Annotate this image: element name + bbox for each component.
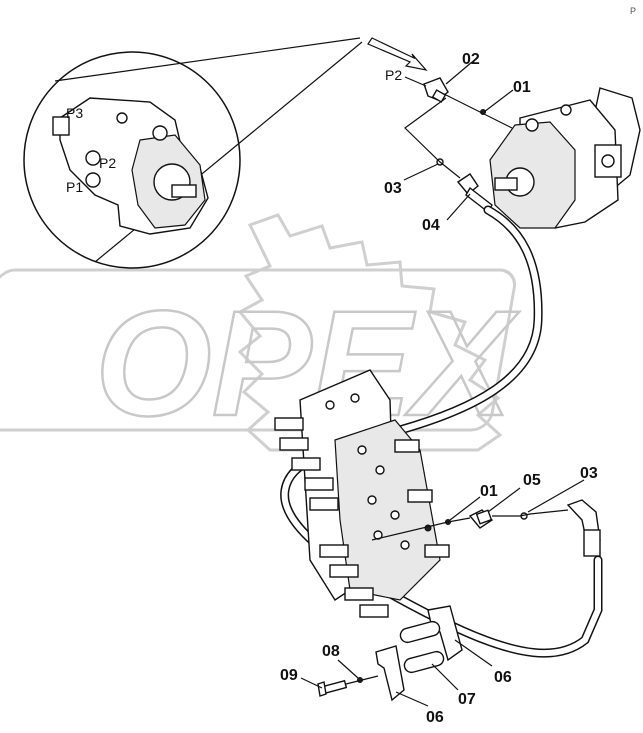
callout-01-top: 01	[513, 79, 531, 96]
clamp-assembly	[375, 605, 463, 702]
callouts: 02 01 03 04 01 05 03 08 09 06 07 06	[280, 51, 598, 726]
callout-03-top: 03	[384, 180, 402, 197]
direction-arrow	[367, 37, 428, 71]
callout-06-right: 06	[494, 669, 512, 686]
inset-label-p1: P1	[66, 179, 83, 195]
valve-ports	[325, 393, 432, 550]
clamp-07-sleeve-bottom	[403, 650, 445, 674]
inset-label-p2: P2	[99, 155, 116, 171]
fitting-02	[423, 77, 449, 103]
pump-port-label-p2: P2	[385, 67, 402, 83]
assembly-lines-top	[404, 93, 513, 179]
callout-07: 07	[458, 691, 476, 708]
callout-02: 02	[462, 51, 480, 68]
valve-spools-left	[274, 417, 389, 618]
leader-06-bottom	[395, 691, 429, 707]
bolt-09-head	[317, 681, 327, 697]
leader-09	[300, 677, 323, 689]
valve-port	[325, 400, 335, 410]
valve-port	[375, 465, 385, 475]
spool-2	[279, 437, 309, 451]
valve-right-spool-3	[424, 544, 450, 558]
pump-side-port	[594, 144, 622, 178]
spool-6	[319, 544, 349, 558]
watermark-frame	[0, 268, 517, 432]
callout-leaders	[300, 61, 585, 707]
fitting-05-body	[475, 509, 493, 525]
assembly-lines-mid	[371, 509, 569, 541]
spool-7	[329, 564, 359, 578]
hose-end-right	[566, 499, 601, 557]
leader-03-right	[527, 479, 585, 513]
corner-mark: P	[630, 6, 636, 16]
leader-05	[487, 487, 521, 513]
leader-08	[337, 659, 359, 679]
callout-08: 08	[322, 643, 340, 660]
leader-04	[446, 193, 471, 221]
valve-port	[400, 540, 410, 550]
leader-01-top	[483, 89, 514, 113]
hose-end-04	[456, 173, 493, 214]
pump-top-plug	[525, 118, 539, 132]
callout-09: 09	[280, 667, 298, 684]
inset-port-p3	[52, 116, 70, 136]
main-pump	[489, 87, 641, 229]
inset-label-p3: P3	[66, 105, 83, 121]
callout-03-right: 03	[580, 465, 598, 482]
leader-07	[431, 663, 459, 691]
valve-port	[367, 495, 377, 505]
spool-9	[359, 604, 389, 618]
hose-elbow-ferrule	[583, 529, 601, 557]
valve-port	[350, 393, 360, 403]
spool-3	[291, 457, 321, 471]
fitting-02-nut	[431, 89, 447, 103]
inset-port-p1	[85, 172, 101, 188]
clamp-06-left	[375, 645, 405, 702]
callout-05: 05	[523, 472, 541, 489]
control-valve	[274, 369, 450, 618]
leader-p2	[404, 76, 427, 87]
inset-leader-top	[54, 37, 361, 82]
spool-5	[309, 497, 339, 511]
callout-06-bottom: 06	[426, 709, 444, 726]
callout-01-mid: 01	[480, 483, 498, 500]
leader-02	[445, 61, 473, 85]
spool-8	[344, 587, 374, 601]
pump-top-plug-2	[560, 104, 572, 116]
leader-01-mid	[449, 496, 481, 521]
inset-plug	[116, 112, 128, 124]
watermark-gear	[237, 213, 503, 452]
inset-detail: P3 P2 P1	[23, 37, 363, 269]
valve-port	[357, 445, 367, 455]
valve-right-spool-1	[394, 439, 420, 453]
spool-4	[304, 477, 334, 491]
inset-fitting	[152, 125, 168, 141]
inset-port-p2	[85, 150, 101, 166]
hose-end-04-nut	[456, 173, 479, 195]
pump-side-port-bore	[601, 154, 615, 168]
callout-04: 04	[422, 217, 440, 234]
bolt-axis-line	[345, 675, 379, 685]
leader-06-right	[454, 639, 493, 667]
fitting-05	[468, 509, 494, 529]
spool-1	[274, 417, 304, 431]
valve-right-spool-2	[407, 489, 433, 503]
clamp-07-sleeve-top	[399, 620, 441, 644]
valve-block-front	[334, 419, 441, 601]
leader-03-top	[403, 163, 439, 181]
inset-shaft	[171, 184, 197, 198]
valve-port	[390, 510, 400, 520]
bolt-09	[317, 679, 348, 697]
inset-pump: P3 P2 P1	[52, 97, 209, 235]
pump-shaft	[494, 177, 518, 191]
